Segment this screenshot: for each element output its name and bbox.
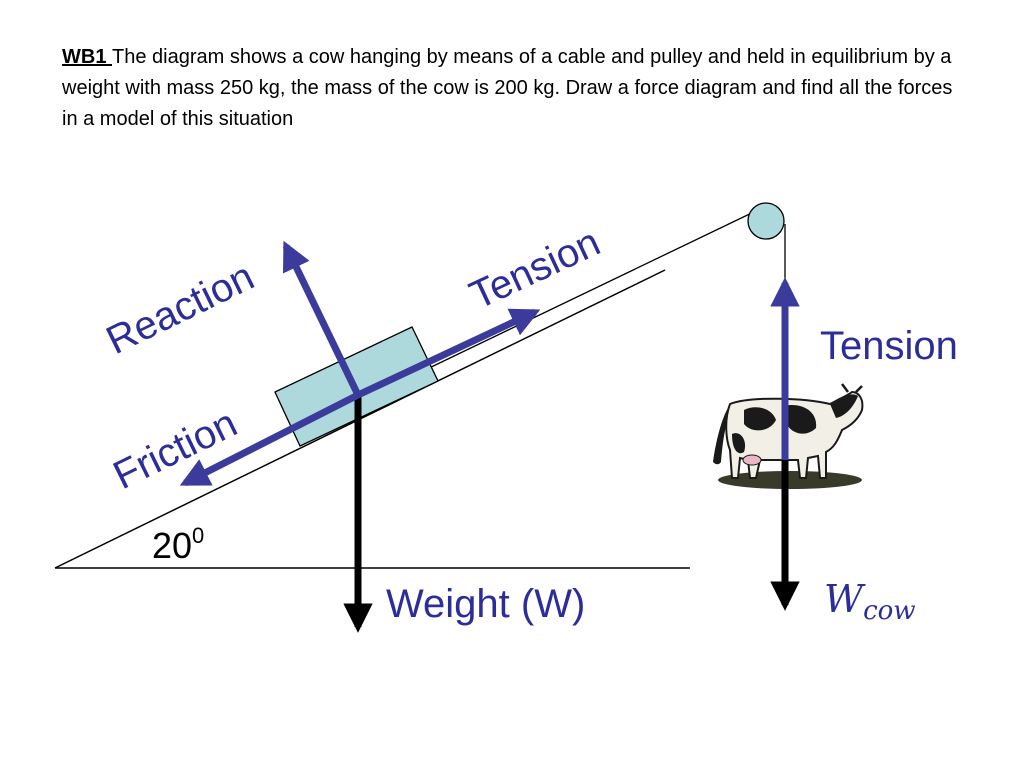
w-cow-main: W — [824, 577, 866, 621]
tension-slope-arrow — [356, 308, 541, 399]
w-cow-label: Wcow — [824, 577, 916, 626]
angle-value: 20 — [152, 525, 192, 566]
tension-vertical-label: Tension — [820, 324, 958, 368]
problem-statement: WB1 The diagram shows a cow hanging by m… — [62, 42, 962, 135]
w-cow-subscript: cow — [863, 596, 915, 626]
tension-slope-label: Tension — [463, 220, 607, 318]
reaction-arrow — [282, 240, 362, 397]
problem-tag: WB1 — [62, 46, 112, 68]
cow-icon — [713, 383, 864, 489]
cable-slope — [424, 208, 761, 371]
weight-label: Weight (W) — [386, 582, 585, 626]
reaction-label: Reaction — [100, 254, 261, 363]
problem-text: The diagram shows a cow hanging by means… — [62, 46, 953, 130]
angle-label: 200 — [152, 523, 204, 566]
pulley-icon — [747, 202, 785, 240]
angle-superscript: 0 — [192, 523, 204, 548]
friction-label: Friction — [107, 401, 244, 498]
friction-arrow — [179, 391, 360, 487]
